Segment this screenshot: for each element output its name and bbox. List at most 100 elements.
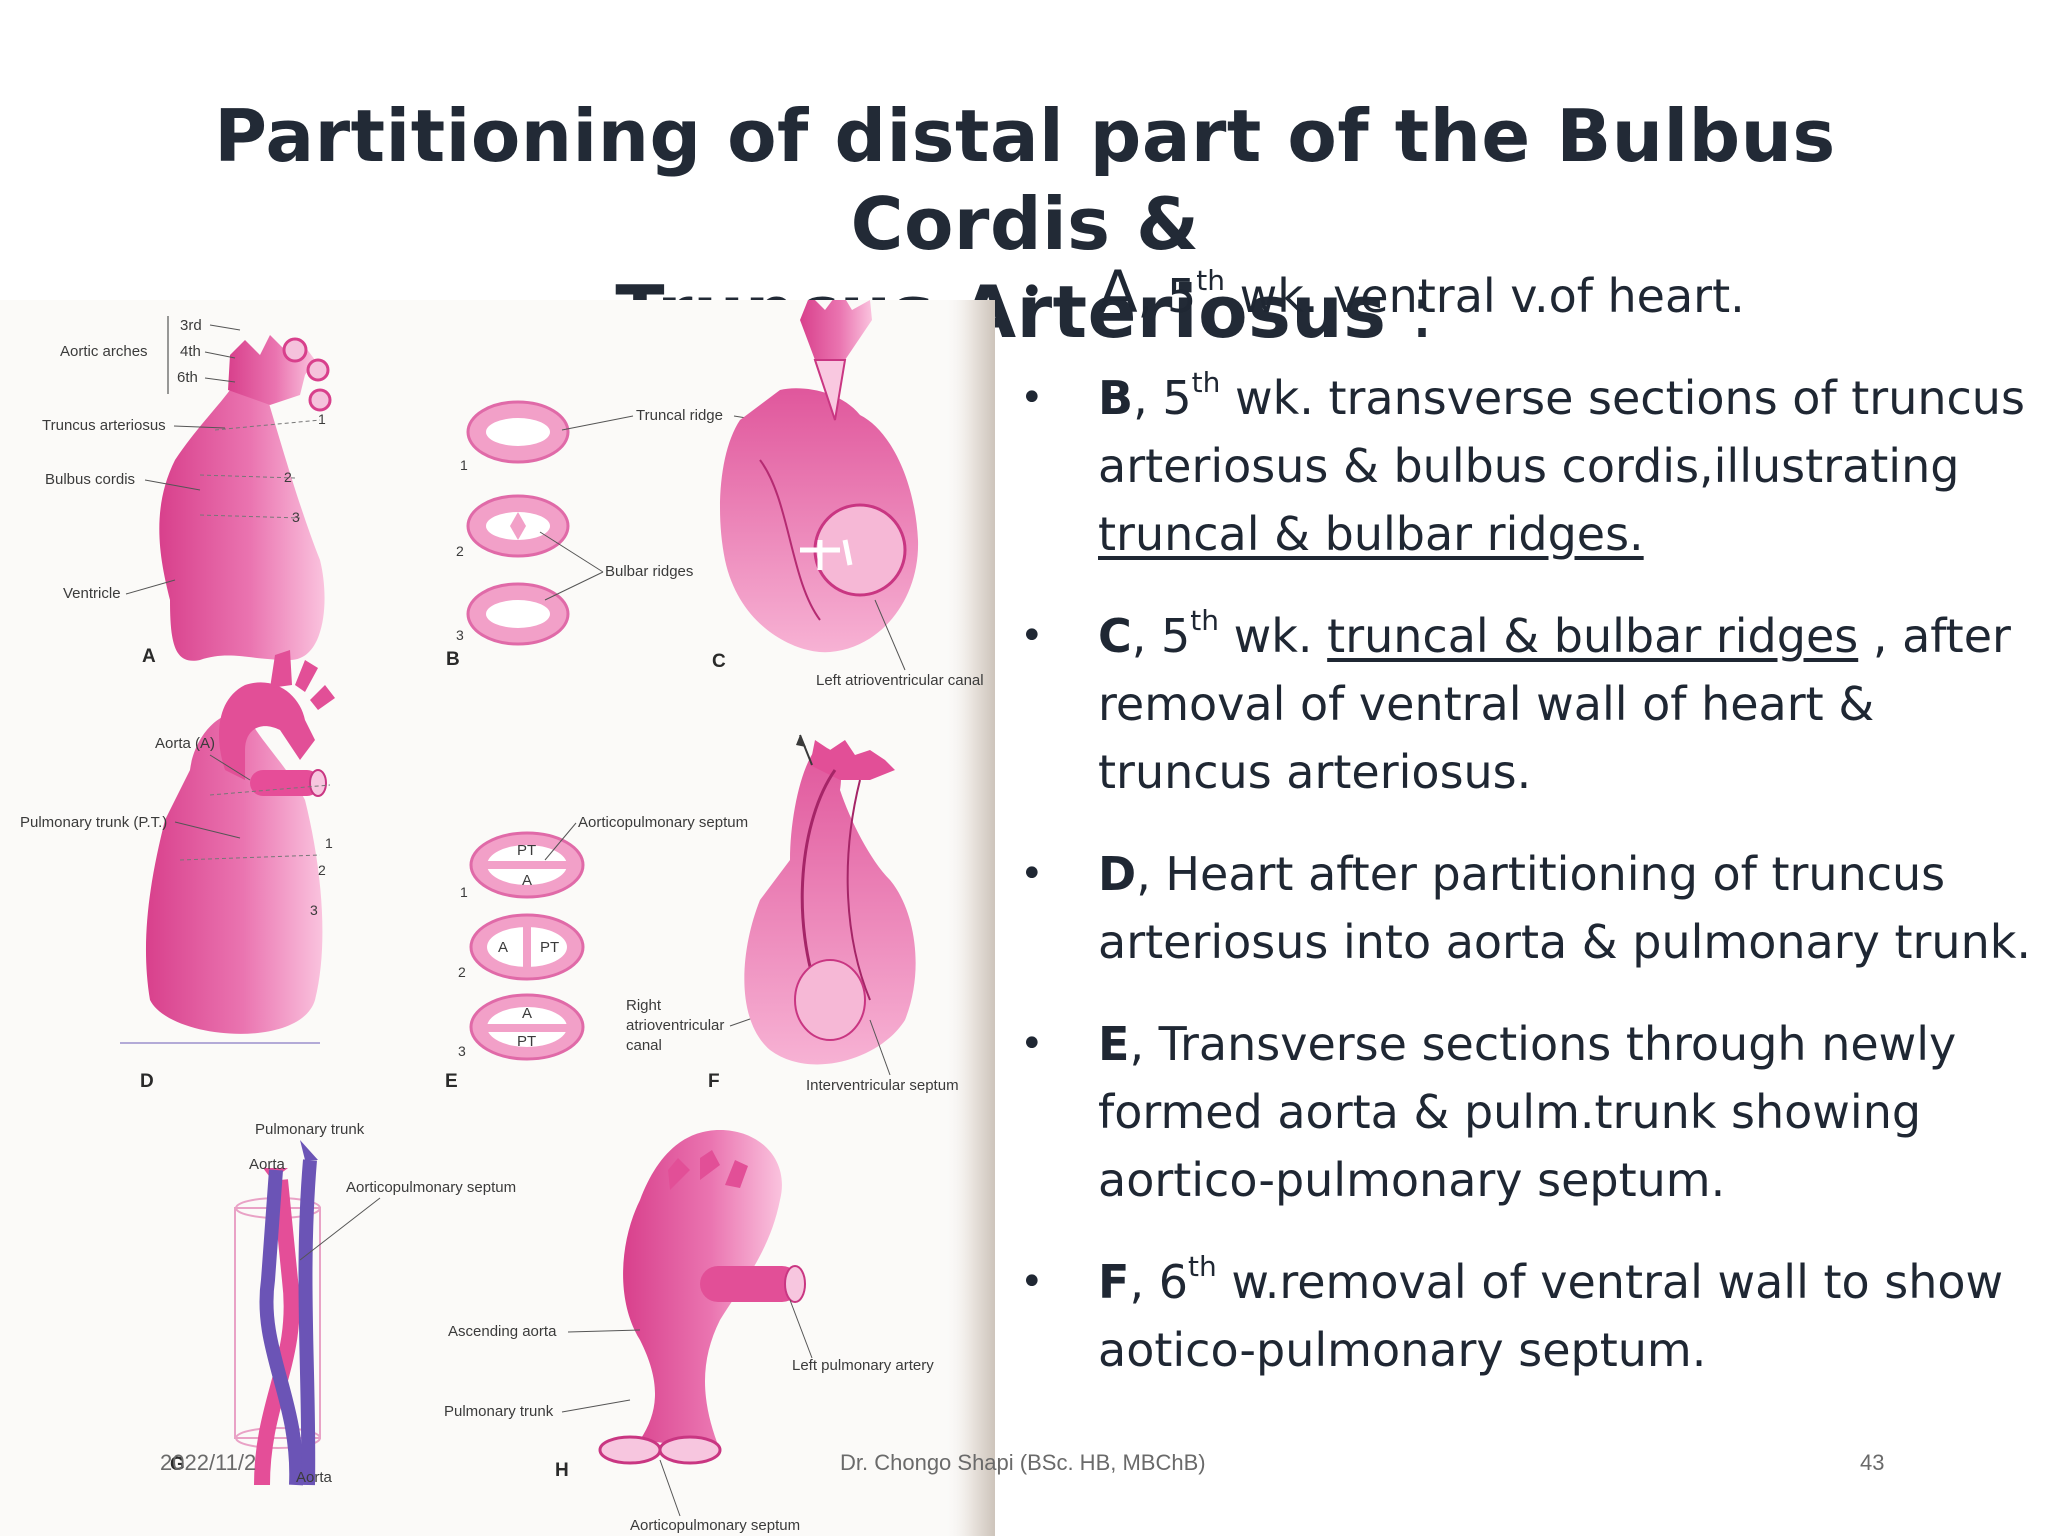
panel-e-septated-sections bbox=[469, 831, 585, 1061]
panel-b-transverse-sections bbox=[466, 400, 570, 646]
panel-letter-e: E bbox=[445, 1071, 458, 1092]
bullet-d-text: , Heart after partitioning of truncus ar… bbox=[1098, 847, 2032, 969]
footer-author: Dr. Chongo Shapi (BSc. HB, MBChB) bbox=[840, 1450, 1206, 1475]
svg-text:2: 2 bbox=[458, 964, 466, 980]
label-right-av-canal-3: canal bbox=[626, 1037, 662, 1054]
panel-g-spiral-septum bbox=[234, 1140, 321, 1486]
label-left-av-canal: Left atrioventricular canal bbox=[816, 672, 984, 689]
label-pulmonary-trunk-h: Pulmonary trunk bbox=[444, 1403, 554, 1420]
bullet-b-week-sup: th bbox=[1191, 366, 1221, 399]
label-ap-septum-e: Aorticopulmonary septum bbox=[578, 814, 748, 831]
bullet-c-week: 5 bbox=[1161, 609, 1191, 663]
figure-svg: Aortic arches 3rd 4th 6th Truncus arteri… bbox=[0, 300, 995, 1536]
label-e1-a: A bbox=[522, 872, 532, 889]
bullet-e-letter: E bbox=[1098, 1017, 1130, 1071]
slide-title: Partitioning of distal part of the Bulbu… bbox=[120, 92, 1930, 356]
svg-text:2: 2 bbox=[456, 543, 464, 559]
bullet-dot: • bbox=[1020, 613, 1044, 659]
bullet-f-week: 6 bbox=[1158, 1255, 1188, 1309]
label-e3-a: A bbox=[522, 1005, 532, 1022]
label-ap-septum-h: Aorticopulmonary septum bbox=[630, 1517, 800, 1534]
label-right-av-canal-1: Right bbox=[626, 997, 662, 1014]
panel-c-ridges-internal bbox=[720, 300, 919, 653]
bullet-b-underlined: truncal & bulbar ridges. bbox=[1098, 507, 1644, 561]
svg-text:3: 3 bbox=[456, 627, 464, 643]
bullet-e-text: , Transverse sections through newly form… bbox=[1098, 1017, 1957, 1207]
label-e2-pt: PT bbox=[540, 939, 559, 956]
svg-text:3: 3 bbox=[310, 902, 318, 918]
panel-letter-c: C bbox=[712, 651, 726, 672]
bullet-e: • E, Transverse sections through newly fo… bbox=[1018, 1010, 2043, 1214]
bullet-f-letter: F bbox=[1098, 1255, 1130, 1309]
label-bulbar-ridges: Bulbar ridges bbox=[605, 563, 693, 580]
bullet-c-letter: C bbox=[1098, 609, 1132, 663]
label-arch-6th: 6th bbox=[177, 369, 198, 386]
panel-d-heart-partitioned bbox=[120, 650, 335, 1044]
svg-text:1: 1 bbox=[460, 457, 468, 473]
label-e3-pt: PT bbox=[517, 1033, 536, 1050]
bullet-f: •F, 6th w.removal of ventral wall to sho… bbox=[1020, 1250, 2004, 1378]
bullet-dot: • bbox=[1020, 851, 1044, 897]
bullet-b-letter: B bbox=[1098, 371, 1134, 425]
bullet-b-week: 5 bbox=[1162, 371, 1192, 425]
bullet-c-pre: wk. bbox=[1219, 609, 1328, 663]
label-aortic-arches: Aortic arches bbox=[60, 343, 148, 360]
title-colon: : bbox=[1386, 270, 1435, 354]
bullet-b: •B, 5th wk. transverse sections of trunc… bbox=[1020, 366, 2025, 562]
bullet-list: •A, 5th wk. ventral v.of heart. •B, 5th … bbox=[1018, 258, 2043, 1418]
panel-h-great-vessels bbox=[598, 1130, 806, 1465]
label-bulbus-cordis: Bulbus cordis bbox=[45, 471, 135, 488]
label-aorta-g-top: Aorta bbox=[249, 1156, 286, 1173]
bullet-dot: • bbox=[1020, 1259, 1044, 1305]
bullet-c-underlined: truncal & bulbar ridges bbox=[1327, 609, 1859, 663]
bullet-a-letter: A bbox=[1098, 258, 1138, 326]
label-arch-4th: 4th bbox=[180, 343, 201, 360]
svg-text:1: 1 bbox=[460, 884, 468, 900]
label-ventricle: Ventricle bbox=[63, 585, 121, 602]
bullet-c: •C, 5th wk. truncal & bulbar ridges , af… bbox=[1020, 604, 2011, 800]
panel-letter-g: G bbox=[170, 1454, 185, 1475]
bullet-f-text: w.removal of ventral wall to show aotico… bbox=[1098, 1255, 2004, 1377]
label-e2-a: A bbox=[498, 939, 508, 956]
svg-text:2: 2 bbox=[318, 862, 326, 878]
svg-text:3: 3 bbox=[458, 1043, 466, 1059]
footer-date: 2022/11/2 bbox=[160, 1450, 257, 1475]
bullet-d-letter: D bbox=[1098, 847, 1137, 901]
title-line-1: Partitioning of distal part of the Bulbu… bbox=[214, 94, 1836, 266]
label-arch-3rd: 3rd bbox=[180, 317, 202, 334]
bullet-c-text: , after removal of ventral wall of heart… bbox=[1098, 609, 2011, 799]
label-truncal-ridge: Truncal ridge bbox=[636, 407, 723, 424]
bullet-a-week: 5 bbox=[1166, 269, 1197, 323]
bullet-a-week-sup: th bbox=[1196, 264, 1225, 297]
label-pulmonary-trunk-g: Pulmonary trunk bbox=[255, 1121, 365, 1138]
label-truncus-arteriosus: Truncus arteriosus bbox=[42, 417, 166, 434]
bullet-dot: • bbox=[1020, 269, 1044, 315]
bullet-dot: • bbox=[1020, 375, 1044, 421]
label-ap-septum-g: Aorticopulmonary septum bbox=[346, 1179, 516, 1196]
label-left-pulmonary-artery: Left pulmonary artery bbox=[792, 1357, 934, 1374]
bullet-f-week-sup: th bbox=[1187, 1250, 1217, 1283]
svg-text:3: 3 bbox=[292, 509, 300, 525]
label-pulmonary-trunk-pt: Pulmonary trunk (P.T.) bbox=[20, 814, 167, 831]
panel-letter-a: A bbox=[142, 646, 156, 667]
panel-letter-d: D bbox=[140, 1071, 154, 1092]
bullet-c-week-sup: th bbox=[1190, 604, 1220, 637]
panel-a-heart-ventral bbox=[159, 335, 332, 661]
bullet-dot: • bbox=[1020, 1021, 1044, 1067]
label-aorta-g-bottom: Aorta bbox=[296, 1469, 333, 1486]
label-aorta-a: Aorta (A) bbox=[155, 735, 215, 752]
svg-text:1: 1 bbox=[318, 411, 326, 427]
bullet-a: •A, 5th wk. ventral v.of heart. bbox=[1020, 258, 1745, 326]
page-fold-shadow bbox=[940, 300, 995, 1536]
panel-letter-h: H bbox=[555, 1460, 569, 1481]
footer-page-number: 43 bbox=[1860, 1450, 1885, 1475]
panel-f-ap-septum bbox=[744, 734, 916, 1065]
bullet-a-text: wk. ventral v.of heart. bbox=[1224, 269, 1745, 323]
label-iv-septum: Interventricular septum bbox=[806, 1077, 959, 1094]
embryology-figure: Aortic arches 3rd 4th 6th Truncus arteri… bbox=[0, 300, 995, 1536]
bullet-b-text: wk. transverse sections of truncus arter… bbox=[1098, 371, 2025, 493]
panel-letter-b: B bbox=[446, 649, 460, 670]
svg-text:2: 2 bbox=[284, 469, 292, 485]
label-ascending-aorta: Ascending aorta bbox=[448, 1323, 557, 1340]
